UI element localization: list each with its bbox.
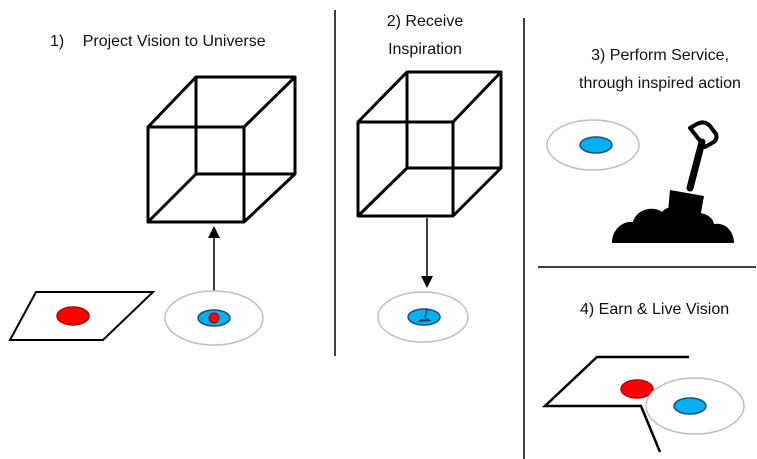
projection-red-dot — [208, 312, 220, 324]
shovel-icon — [668, 120, 719, 222]
panel-1 — [8, 75, 297, 346]
inspiration-blue-dot — [407, 308, 441, 326]
wireframe-cube-icon — [146, 75, 297, 224]
live-blue-dot — [673, 397, 707, 415]
step-4-text: 4) Earn & Live Vision — [580, 301, 730, 318]
step-1-label: 1) Project Vision to Universe — [50, 30, 266, 54]
dirt-mound-icon — [612, 207, 734, 243]
vision-red-dot — [56, 306, 90, 326]
step-2-line-2: Inspiration — [388, 41, 462, 58]
panel-2 — [356, 70, 503, 343]
wireframe-cube-icon — [356, 70, 503, 218]
live-red-dot — [620, 379, 654, 399]
step-2-line-1: 2) Receive — [386, 13, 464, 30]
step-1-text: Project Vision to Universe — [82, 33, 266, 50]
vision-plane-edge — [541, 355, 689, 453]
step-1-number: 1) — [50, 33, 65, 50]
service-blue-dot — [579, 136, 613, 154]
step-3-label: 3) Perform Service, through inspired act… — [560, 44, 757, 96]
panel-3 — [546, 119, 734, 243]
step-3-line-1: 3) Perform Service, — [591, 47, 729, 64]
step-3-line-2: through inspired action — [579, 75, 741, 92]
step-4-label: 4) Earn & Live Vision — [580, 298, 729, 322]
step-2-label: 2) Receive Inspiration — [370, 10, 480, 62]
mini-shovel-icon — [418, 308, 431, 322]
panel-4 — [541, 355, 745, 453]
